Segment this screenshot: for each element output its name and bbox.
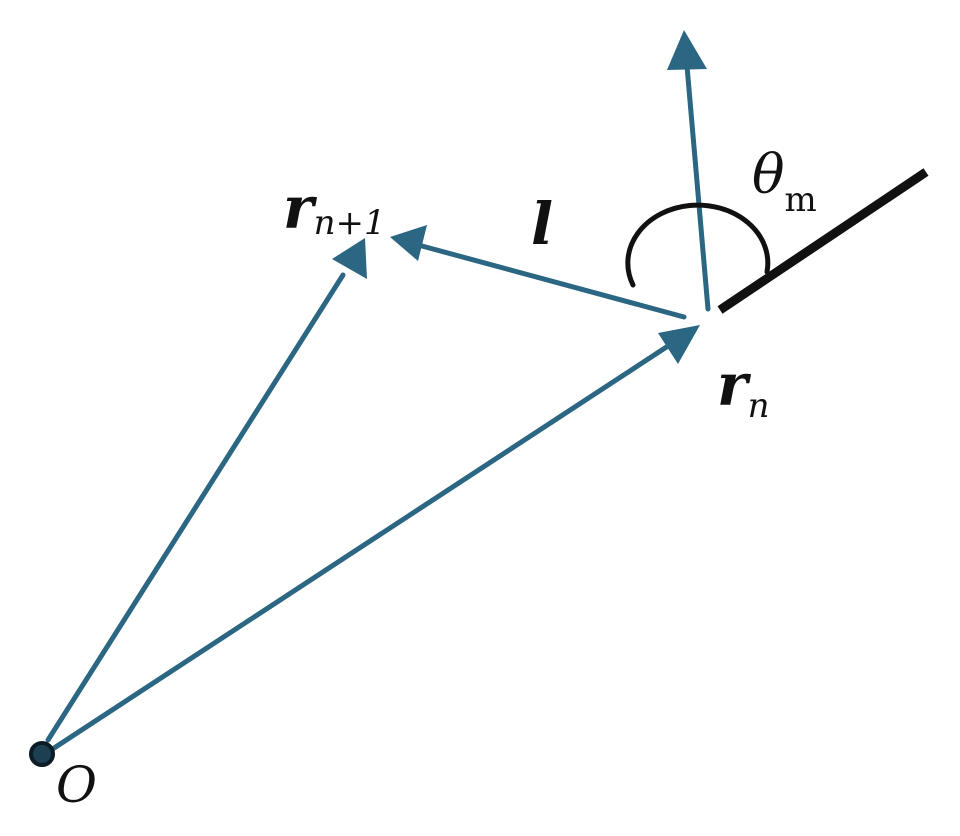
origin-label: O [56,756,97,814]
step-vector-l [390,225,687,320]
label-theta-main: θ [752,143,785,206]
label-theta-subscript: m [785,180,817,220]
step-vector-l-arrowhead [390,225,427,261]
label-r-next-subscript: n+1 [314,203,386,243]
vector-o-to-r-next [45,238,367,743]
surface-line [717,168,929,314]
vector-o-to-r-next-shaft [45,272,346,743]
angle-arc-theta-m [625,202,771,288]
label-r-n-main: r [717,351,752,419]
origin-point [29,741,55,767]
label-r-n-subscript: n [748,386,770,426]
vector-o-to-r-n-arrowhead [658,325,700,364]
label-r-n: rn [717,351,769,426]
label-step-length: l [531,190,553,258]
label-r-next: rn+1 [283,174,386,243]
normal-vector-arrowhead [667,30,707,70]
vector-o-to-r-next-arrowhead [332,238,367,279]
normal-vector-shaft [684,63,711,312]
vector-o-to-r-n-shaft [45,343,671,755]
vector-o-to-r-n [45,325,700,755]
step-vector-l-shaft [419,243,687,320]
label-theta-m: θm [752,143,817,220]
label-r-next-main: r [283,174,318,242]
normal-vector [667,30,711,312]
